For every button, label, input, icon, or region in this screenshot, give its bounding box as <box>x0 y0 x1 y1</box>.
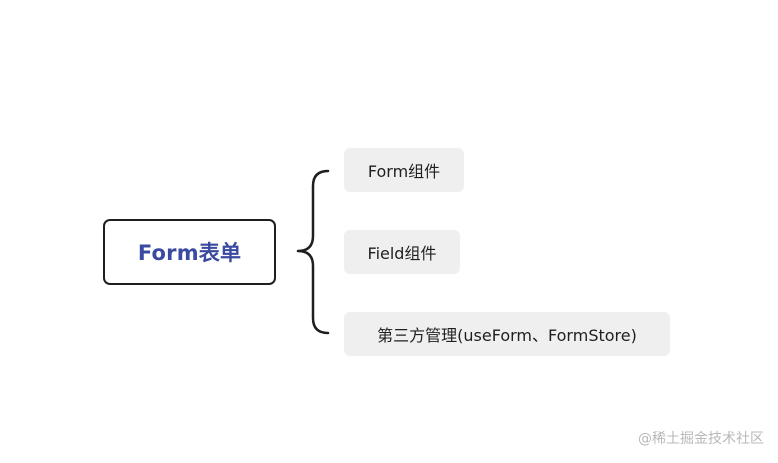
child-node-field-component[interactable]: Field组件 <box>344 230 460 274</box>
child-node-form-component[interactable]: Form组件 <box>344 148 464 192</box>
brace-path <box>296 169 330 335</box>
watermark: @稀土掘金技术社区 <box>638 431 764 447</box>
root-node[interactable]: Form表单 <box>103 219 276 285</box>
child-node-label: Form组件 <box>367 162 441 181</box>
child-node-label: 第三方管理(useForm、FormStore) <box>377 326 637 345</box>
child-node-third-party-management[interactable]: 第三方管理(useForm、FormStore) <box>344 312 670 356</box>
child-node-label: Field组件 <box>367 244 437 263</box>
root-node-label: Form表单 <box>137 241 242 265</box>
